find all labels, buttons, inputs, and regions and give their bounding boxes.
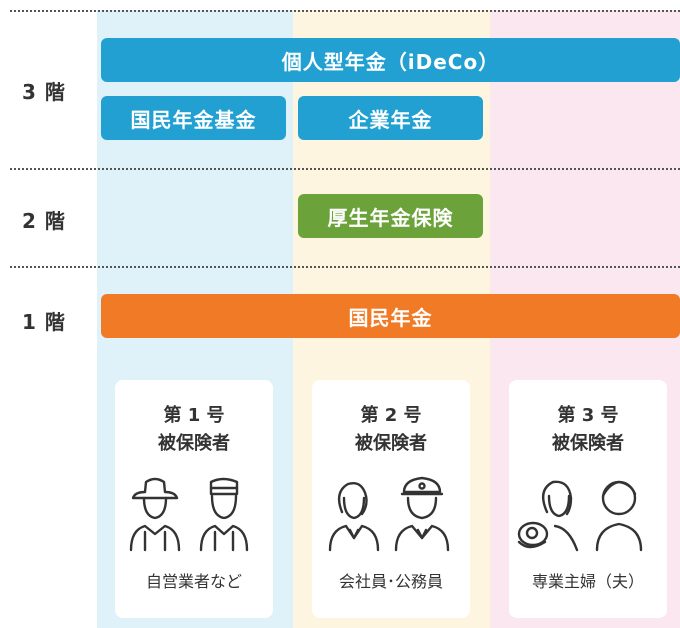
- card-second-insured: 第 2 号 被保険者 会社員･公務員: [312, 380, 470, 618]
- divider-top: [10, 10, 680, 12]
- divider-floor-2-1: [10, 266, 680, 268]
- farmer-and-craftsman-icon: [129, 477, 249, 552]
- office-worker-and-officer-icon: [328, 476, 450, 552]
- card-title-number: 第 2 号: [360, 405, 422, 426]
- card-title: 第 3 号 被保険者: [509, 402, 667, 458]
- card-first-insured: 第 1 号 被保険者 自営業者など: [115, 380, 273, 618]
- bar-kokumin-nenkin-kikin: 国民年金基金: [101, 96, 286, 140]
- divider-floor-3-2: [10, 168, 680, 170]
- card-title-number: 第 1 号: [163, 405, 225, 426]
- floor-label-1: 1 階: [22, 310, 66, 334]
- card-title-insured: 被保険者: [355, 433, 427, 454]
- homemaker-with-baby-icon: [517, 480, 643, 552]
- card-title-insured: 被保険者: [552, 433, 624, 454]
- card-title-insured: 被保険者: [158, 433, 230, 454]
- card-caption: 専業主婦（夫）: [531, 572, 644, 591]
- card-title: 第 1 号 被保険者: [115, 402, 273, 458]
- card-title: 第 2 号 被保険者: [312, 402, 470, 458]
- bar-kigyo-nenkin: 企業年金: [298, 96, 483, 140]
- floor-label-2: 2 階: [22, 209, 66, 233]
- bar-ideco: 個人型年金（iDeCo）: [101, 38, 680, 82]
- bar-kokumin-nenkin: 国民年金: [101, 294, 680, 338]
- floor-label-3: 3 階: [22, 80, 66, 104]
- card-caption: 自営業者など: [145, 572, 242, 591]
- card-third-insured: 第 3 号 被保険者 専業主婦（夫）: [509, 380, 667, 618]
- card-title-number: 第 3 号: [557, 405, 619, 426]
- bar-kosei-nenkin-hoken: 厚生年金保険: [298, 194, 483, 238]
- card-caption: 会社員･公務員: [338, 572, 443, 591]
